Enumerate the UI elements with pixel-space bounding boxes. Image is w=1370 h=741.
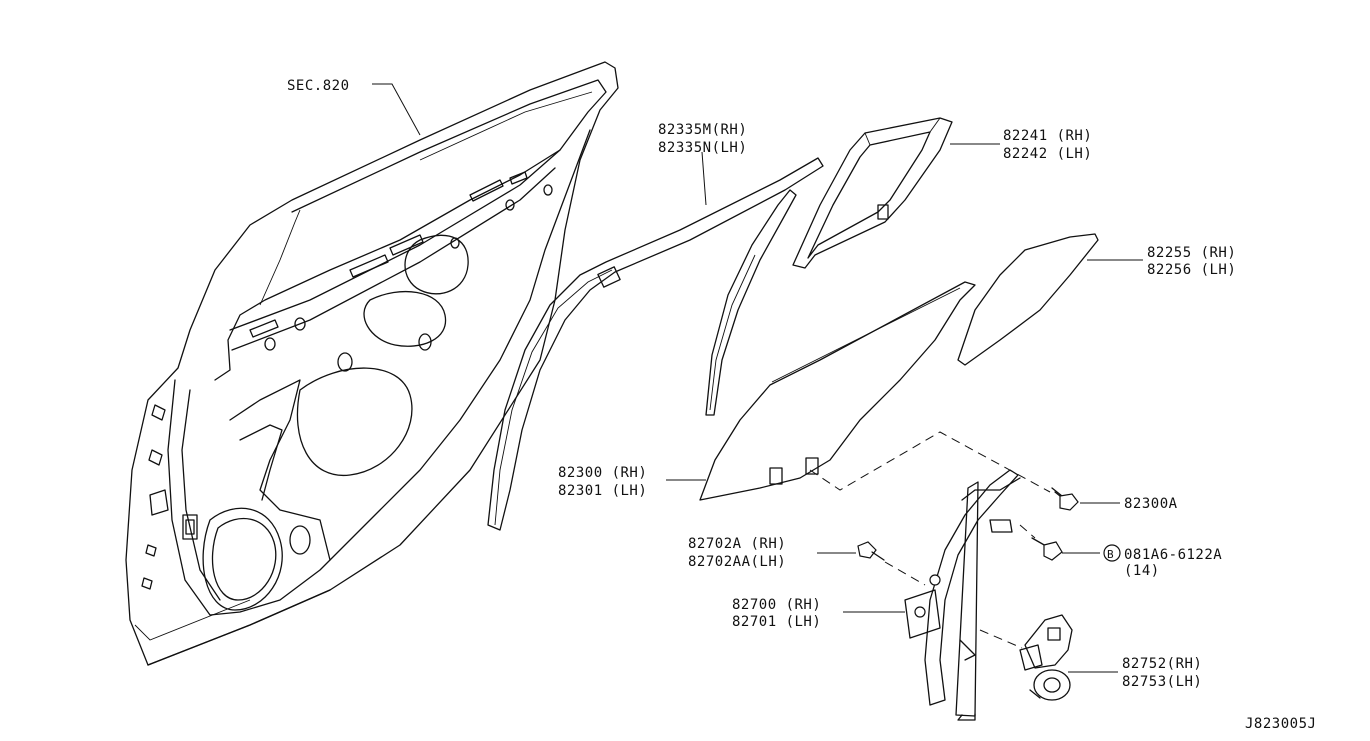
label-82256: 82256 (LH) (1147, 262, 1236, 278)
label-82335m: 82335M(RH) (658, 122, 747, 138)
label-82255: 82255 (RH) (1147, 245, 1236, 261)
label-sec-820: SEC.820 (287, 78, 350, 94)
label-82301: 82301 (LH) (558, 483, 647, 499)
label-82241: 82241 (RH) (1003, 128, 1092, 144)
circled-letter-badge (1103, 544, 1121, 562)
label-82753: 82753(LH) (1122, 674, 1202, 690)
label-82702a: 82702A (RH) (688, 536, 786, 552)
label-82335n: 82335N(LH) (658, 140, 747, 156)
quarter-glass (957, 233, 1099, 366)
rear-sash-channel (487, 157, 824, 531)
regulator-motor (1019, 614, 1073, 701)
callout-labels: SEC.820 82335M(RH) 82335N(LH) 82241 (RH)… (287, 78, 1316, 732)
label-quantity-14: (14) (1124, 563, 1160, 579)
label-82700: 82700 (RH) (732, 597, 821, 613)
label-081a6: 081A6-6122A (1124, 547, 1222, 563)
assembly-guide-lines (809, 431, 1051, 649)
leader-lines (372, 83, 1143, 673)
sheet-code: J823005J (1245, 716, 1316, 732)
division-channel (705, 189, 797, 416)
door-glass (699, 281, 976, 501)
vent-sash-frame (792, 117, 953, 269)
window-regulator (904, 469, 1021, 721)
circled-letter-b: B (1107, 548, 1114, 561)
bolt-82702a (857, 541, 885, 561)
label-82300a: 82300A (1124, 496, 1178, 512)
label-82752: 82752(RH) (1122, 656, 1202, 672)
label-82300: 82300 (RH) (558, 465, 647, 481)
bolt-081a6 (1031, 537, 1063, 561)
door-panel (125, 61, 619, 666)
label-82701: 82701 (LH) (732, 614, 821, 630)
bolt-82300a (1051, 487, 1079, 511)
label-82702aa: 82702AA(LH) (688, 554, 786, 570)
label-82242: 82242 (LH) (1003, 146, 1092, 162)
